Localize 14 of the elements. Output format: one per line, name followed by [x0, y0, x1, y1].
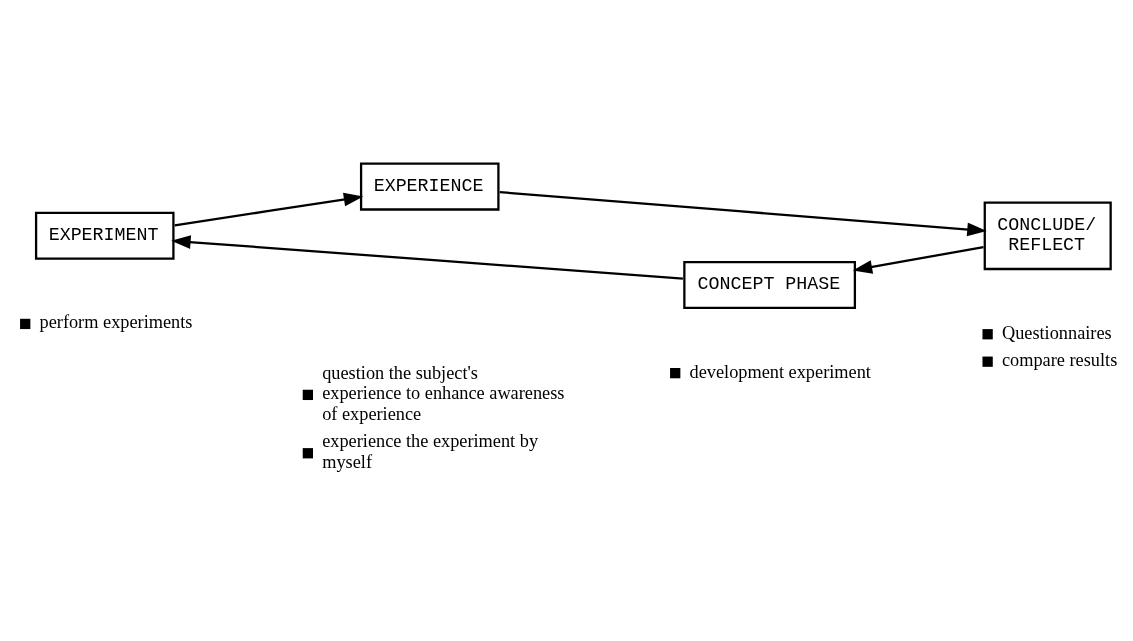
- arrow: [171, 235, 683, 280]
- node-box: EXPERIMENT: [34, 211, 175, 260]
- arrow: [174, 192, 364, 227]
- node-label: development experiment: [689, 361, 871, 382]
- node-box: EXPERIENCE: [359, 162, 500, 211]
- arrow: [499, 190, 987, 237]
- node-label: Questionnaires: [1001, 322, 1112, 343]
- node-label: compare results: [1001, 350, 1118, 371]
- node-box: CONCLUDE/ REFLECT: [983, 201, 1112, 271]
- node-label: perform experiments: [39, 312, 193, 333]
- node-label: experience the experiment by myself: [322, 431, 539, 472]
- node-box: CONCEPT PHASE: [683, 261, 857, 310]
- arrow: [852, 245, 984, 274]
- node-label: question the subject's experience to enhance awareness of experience: [322, 362, 565, 424]
